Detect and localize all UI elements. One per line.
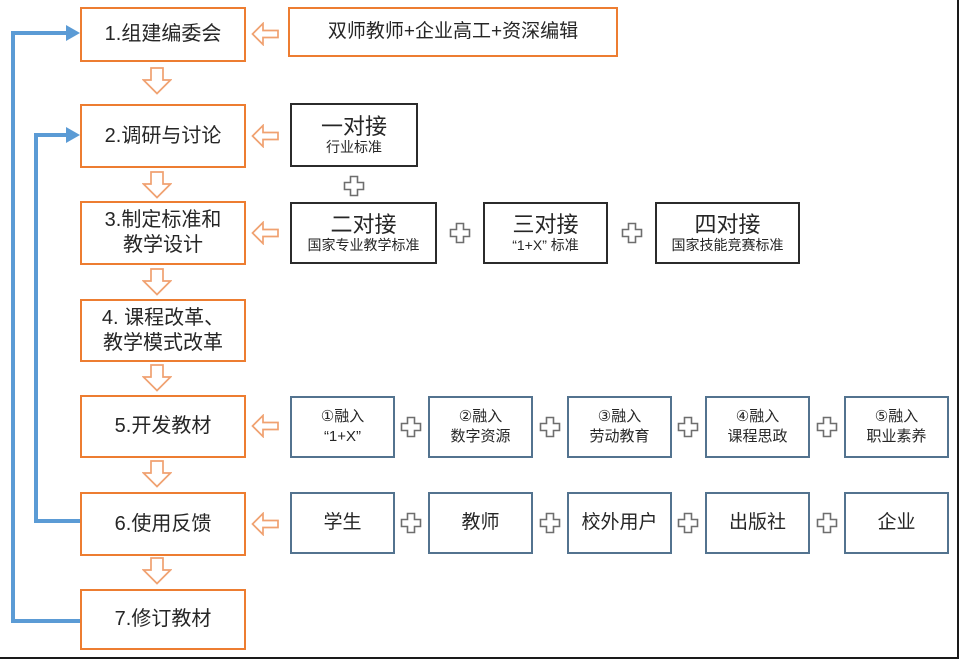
integration-box-4: ④融入 课程思政 — [705, 396, 810, 458]
feedback-line-outer-top — [11, 31, 67, 35]
plus-icon — [621, 222, 643, 244]
integration-subtitle: 课程思政 — [727, 428, 788, 445]
down-arrow-icon — [142, 364, 172, 392]
step-box-4: 4. 课程改革、 教学模式改革 — [80, 299, 246, 362]
alignment-subtitle: 国家专业教学标准 — [307, 237, 420, 254]
down-arrow-icon — [142, 557, 172, 585]
integration-title: ①融入 — [320, 407, 365, 425]
integration-title: ③融入 — [597, 407, 642, 425]
step-box-5: 5.开发教材 — [80, 395, 246, 458]
step-label-line1: 4. 课程改革、 — [101, 306, 225, 329]
feedback-source-label: 出版社 — [728, 512, 786, 534]
step-box-2: 2.调研与讨论 — [80, 104, 246, 168]
alignment-box-2: 二对接 国家专业教学标准 — [290, 202, 437, 264]
feedback-line-outer-vertical — [11, 31, 15, 623]
plus-icon — [343, 175, 365, 197]
integration-subtitle: 劳动教育 — [589, 428, 650, 445]
integration-box-1: ①融入 “1+X” — [290, 396, 395, 458]
alignment-title: 二对接 — [330, 211, 397, 237]
alignment-title: 一对接 — [320, 113, 387, 139]
step-label: 5.开发教材 — [114, 415, 212, 437]
feedback-source-box-4: 出版社 — [705, 492, 810, 554]
alignment-subtitle: “1+X” 标准 — [512, 237, 579, 254]
integration-subtitle: 职业素养 — [866, 428, 927, 445]
alignment-box-4: 四对接 国家技能竞赛标准 — [655, 202, 800, 264]
integration-title: ④融入 — [735, 407, 780, 425]
feedback-source-box-2: 教师 — [428, 492, 533, 554]
feedback-line-inner-bottom — [34, 519, 80, 523]
left-arrow-icon — [251, 414, 279, 438]
alignment-box-1: 一对接 行业标准 — [290, 103, 418, 167]
left-arrow-icon — [251, 124, 279, 148]
integration-box-3: ③融入 劳动教育 — [567, 396, 672, 458]
integration-box-2: ②融入 数字资源 — [428, 396, 533, 458]
down-arrow-icon — [142, 268, 172, 296]
step-label: 7.修订教材 — [114, 608, 212, 630]
integration-title: ②融入 — [458, 407, 503, 425]
feedback-source-box-1: 学生 — [290, 492, 395, 554]
feedback-source-box-3: 校外用户 — [567, 492, 672, 554]
step-box-3: 3.制定标准和 教学设计 — [80, 201, 246, 265]
integration-title: ⑤融入 — [874, 407, 919, 425]
left-arrow-icon — [251, 22, 279, 46]
alignment-subtitle: 行业标准 — [326, 139, 382, 156]
step-label-line2: 教学模式改革 — [103, 331, 223, 354]
feedback-source-label: 校外用户 — [581, 512, 658, 534]
step-box-6: 6.使用反馈 — [80, 492, 246, 556]
alignment-title: 四对接 — [694, 211, 761, 237]
step-label-line2: 教学设计 — [123, 234, 203, 256]
alignment-box-3: 三对接 “1+X” 标准 — [483, 202, 608, 264]
step-box-1: 1.组建编委会 — [80, 7, 246, 62]
plus-icon — [677, 512, 699, 534]
plus-icon — [400, 416, 422, 438]
feedback-line-inner-vertical — [34, 133, 38, 523]
down-arrow-icon — [142, 171, 172, 199]
step-label: 2.调研与讨论 — [104, 124, 222, 147]
alignment-title: 三对接 — [512, 211, 579, 237]
plus-icon — [449, 222, 471, 244]
feedback-arrowhead-inner-icon — [66, 127, 80, 143]
step-label-line1: 3.制定标准和 — [104, 209, 222, 231]
step-box-7: 7.修订教材 — [80, 589, 246, 650]
step-label: 1.组建编委会 — [104, 23, 222, 45]
step-label: 6.使用反馈 — [114, 512, 212, 535]
feedback-arrowhead-outer-icon — [66, 25, 80, 41]
left-arrow-icon — [251, 221, 279, 245]
feedback-line-inner-top — [34, 133, 66, 137]
integration-box-5: ⑤融入 职业素养 — [844, 396, 949, 458]
left-arrow-icon — [251, 512, 279, 536]
plus-icon — [400, 512, 422, 534]
feedback-source-label: 教师 — [461, 512, 500, 534]
alignment-subtitle: 国家技能竞赛标准 — [671, 237, 784, 254]
feedback-source-label: 学生 — [323, 512, 362, 534]
feedback-source-box-5: 企业 — [844, 492, 949, 554]
committee-label: 双师教师+企业高工+资深编辑 — [327, 21, 579, 43]
committee-box: 双师教师+企业高工+资深编辑 — [288, 7, 618, 57]
feedback-line-outer-bottom — [11, 619, 81, 623]
plus-icon — [539, 512, 561, 534]
integration-subtitle: “1+X” — [323, 428, 362, 445]
plus-icon — [539, 416, 561, 438]
plus-icon — [816, 416, 838, 438]
plus-icon — [677, 416, 699, 438]
down-arrow-icon — [142, 460, 172, 488]
feedback-source-label: 企业 — [877, 512, 916, 534]
down-arrow-icon — [142, 67, 172, 95]
integration-subtitle: 数字资源 — [450, 428, 511, 445]
plus-icon — [816, 512, 838, 534]
